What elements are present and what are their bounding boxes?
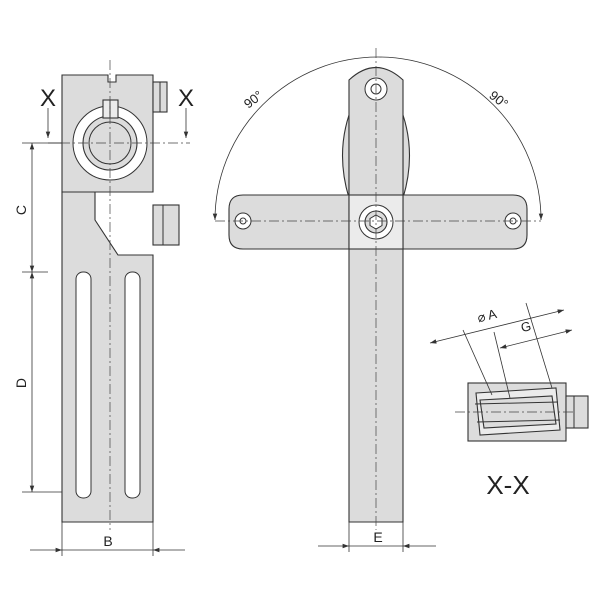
angle-right-label: 90°	[486, 87, 511, 111]
section-mark-right: X	[178, 85, 194, 112]
arm-side-screw	[152, 204, 180, 246]
arm-slot-right	[124, 271, 141, 499]
side-view: X X C D B	[13, 60, 194, 556]
swing-arc	[212, 56, 544, 221]
vertical-post	[348, 67, 404, 523]
dim-a-label: ⌀ A	[476, 306, 499, 325]
dim-g-label: G	[519, 318, 532, 335]
section-view: ⌀ A G X-X	[429, 302, 589, 500]
dim-c-label: C	[13, 205, 29, 215]
dim-d-label: D	[13, 378, 29, 388]
arm-slot-left	[75, 271, 92, 499]
dim-b-label: B	[103, 533, 112, 549]
dim-e-label: E	[373, 529, 382, 545]
section-title: X-X	[486, 470, 529, 500]
section-mark-left: X	[40, 85, 56, 112]
angle-left-label: 90°	[241, 87, 266, 111]
